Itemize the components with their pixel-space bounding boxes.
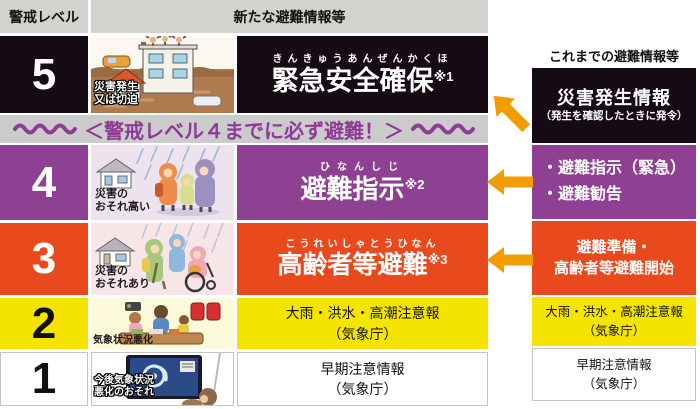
level-2-caption: 気象状況悪化	[93, 335, 153, 347]
level-1-caption-line2: 悪化のおそれ	[94, 387, 154, 398]
level-4-title-text: 避難指示	[300, 174, 405, 204]
wave-left-decoration	[13, 123, 77, 135]
level-1-image: 今後気象状況 悪化のおそれ	[91, 352, 234, 406]
header-new-evacuation-info-label: 新たな避難情報等	[233, 8, 346, 25]
level-4-ref-mark: ※2	[404, 177, 425, 192]
evacuating-family-illustration	[91, 145, 234, 220]
flood-illustration	[91, 36, 234, 113]
level-4-caption: 災害の おそれ高い	[95, 188, 150, 214]
evacuate-by-level-4-text: ＜警戒レベル４までに必ず避難！＞	[84, 120, 404, 143]
level-1-info-line2: （気象庁）	[327, 381, 398, 397]
legacy-evacuation-preparation-line1: 避難準備・	[576, 239, 652, 256]
level-3-ref-mark: ※3	[427, 252, 448, 267]
legacy-evacuation-preparation-box: 避難準備・ 高齢者等避難開始	[532, 221, 696, 295]
level-5-caption-line1: 災害発生	[94, 80, 138, 93]
level-5-number: 5	[0, 36, 88, 113]
elderly-evacuation-illustration	[91, 223, 234, 295]
legacy-early-warning-box: 早期注意情報 （気象庁）	[532, 348, 696, 401]
evacuate-by-level-4-band: ＜警戒レベル４までに必ず避難！＞	[0, 115, 488, 143]
level-2-info-text: 大雨・洪水・高潮注意報 （気象庁）	[286, 303, 440, 344]
level-4-image: 災害の おそれ高い	[91, 145, 234, 220]
level-3-action: こうれいしゃとうひなん 高齢者等避難※3	[237, 223, 488, 295]
level-4-action: ひなんしじ 避難指示※2	[237, 145, 488, 220]
level-3-image: 災害の おそれあり	[91, 223, 234, 295]
level-3-caption-line1: 災害の	[95, 264, 128, 277]
level-5-title: 緊急安全確保※1	[271, 65, 454, 96]
header-new-evacuation-info: 新たな避難情報等	[91, 0, 488, 33]
level-1-caption-line1: 今後気象状況	[94, 375, 154, 386]
level-5-furigana: きんきゅうあんぜんかくほ	[272, 53, 453, 65]
legacy-advisory-line2: （気象庁）	[582, 323, 646, 338]
family-preparing-illustration	[91, 298, 234, 349]
level-1-caption: 今後気象状況 悪化のおそれ	[94, 375, 154, 399]
level-1-number-label: 1	[31, 354, 57, 403]
legacy-advisory-line1: 大雨・洪水・高潮注意報	[545, 305, 683, 320]
level-5-title-text: 緊急安全確保	[271, 65, 434, 96]
arrow-level3-icon	[487, 246, 533, 274]
level-2-caption-line1: 気象状況悪化	[93, 335, 153, 346]
level-4-title: 避難指示※2	[301, 176, 425, 202]
level-3-number: 3	[0, 223, 88, 295]
level-3-caption-line2: おそれあり	[95, 277, 150, 290]
level-3-title-text: 高齢者等避難	[277, 251, 428, 279]
legacy-evacuation-preparation-line2: 高齢者等避難開始	[553, 260, 674, 277]
wave-right-decoration	[411, 123, 475, 135]
level-1-number: 1	[0, 352, 88, 406]
level-3-title: 高齢者等避難※3	[278, 253, 448, 278]
legacy-disaster-occurrence-box: 災害発生情報 （発生を確認したときに発令）	[532, 68, 696, 143]
legacy-early-warning-line1: 早期注意情報	[576, 358, 652, 373]
level-5-image: 災害発生 又は切迫	[91, 36, 234, 113]
level-3-furigana: こうれいしゃとうひなん	[285, 239, 440, 250]
level-4-number: 4	[0, 145, 88, 220]
header-alert-level-label: 警戒レベル	[9, 8, 79, 25]
level-2-info: 大雨・洪水・高潮注意報 （気象庁）	[237, 298, 488, 349]
legacy-disaster-occurrence-sub: （発生を確認したときに発令）	[540, 110, 688, 123]
level-1-info: 早期注意情報 （気象庁）	[237, 352, 488, 406]
arrow-level5-icon	[484, 86, 536, 138]
header-alert-level: 警戒レベル	[0, 0, 88, 33]
level-5-ref-mark: ※1	[433, 68, 454, 84]
arrow-level4-icon	[487, 168, 533, 196]
legacy-evacuation-order-box: ・避難指示（緊急） ・避難勧告	[532, 145, 696, 219]
level-4-furigana: ひなんしじ	[320, 162, 405, 173]
level-4-number-label: 4	[31, 157, 57, 207]
header-previous-evacuation-info-label: これまでの避難情報等	[548, 49, 679, 64]
level-5-caption: 災害発生 又は切迫	[94, 81, 138, 107]
level-3-number-label: 3	[31, 234, 57, 283]
legacy-evacuation-order-line2: ・避難勧告	[542, 186, 623, 203]
level-2-image: 気象状況悪化	[91, 298, 234, 349]
legacy-disaster-occurrence-title: 災害発生情報	[557, 87, 671, 108]
header-previous-evacuation-info: これまでの避難情報等	[532, 46, 696, 64]
level-2-number-label: 2	[31, 298, 57, 348]
level-5-number-label: 5	[31, 49, 57, 99]
legacy-advisory-box: 大雨・洪水・高潮注意報 （気象庁）	[532, 297, 696, 346]
legacy-early-warning-line2: （気象庁）	[582, 376, 646, 391]
legacy-evacuation-order-line1: ・避難指示（緊急）	[542, 159, 687, 177]
level-2-info-line1: 大雨・洪水・高潮注意報	[285, 305, 440, 322]
level-5-caption-line2: 又は切迫	[94, 93, 138, 106]
level-4-caption-line2: おそれ高い	[95, 200, 150, 213]
level-1-info-text: 早期注意情報 （気象庁）	[321, 359, 405, 400]
level-3-caption: 災害の おそれあり	[95, 265, 150, 291]
level-1-info-line1: 早期注意情報	[320, 360, 405, 377]
level-2-info-line2: （気象庁）	[327, 325, 398, 342]
level-4-caption-line1: 災害の	[95, 187, 128, 200]
weather-news-tv-illustration	[92, 353, 233, 405]
level-2-number: 2	[0, 298, 88, 349]
level-5-action: きんきゅうあんぜんかくほ 緊急安全確保※1	[237, 36, 488, 113]
